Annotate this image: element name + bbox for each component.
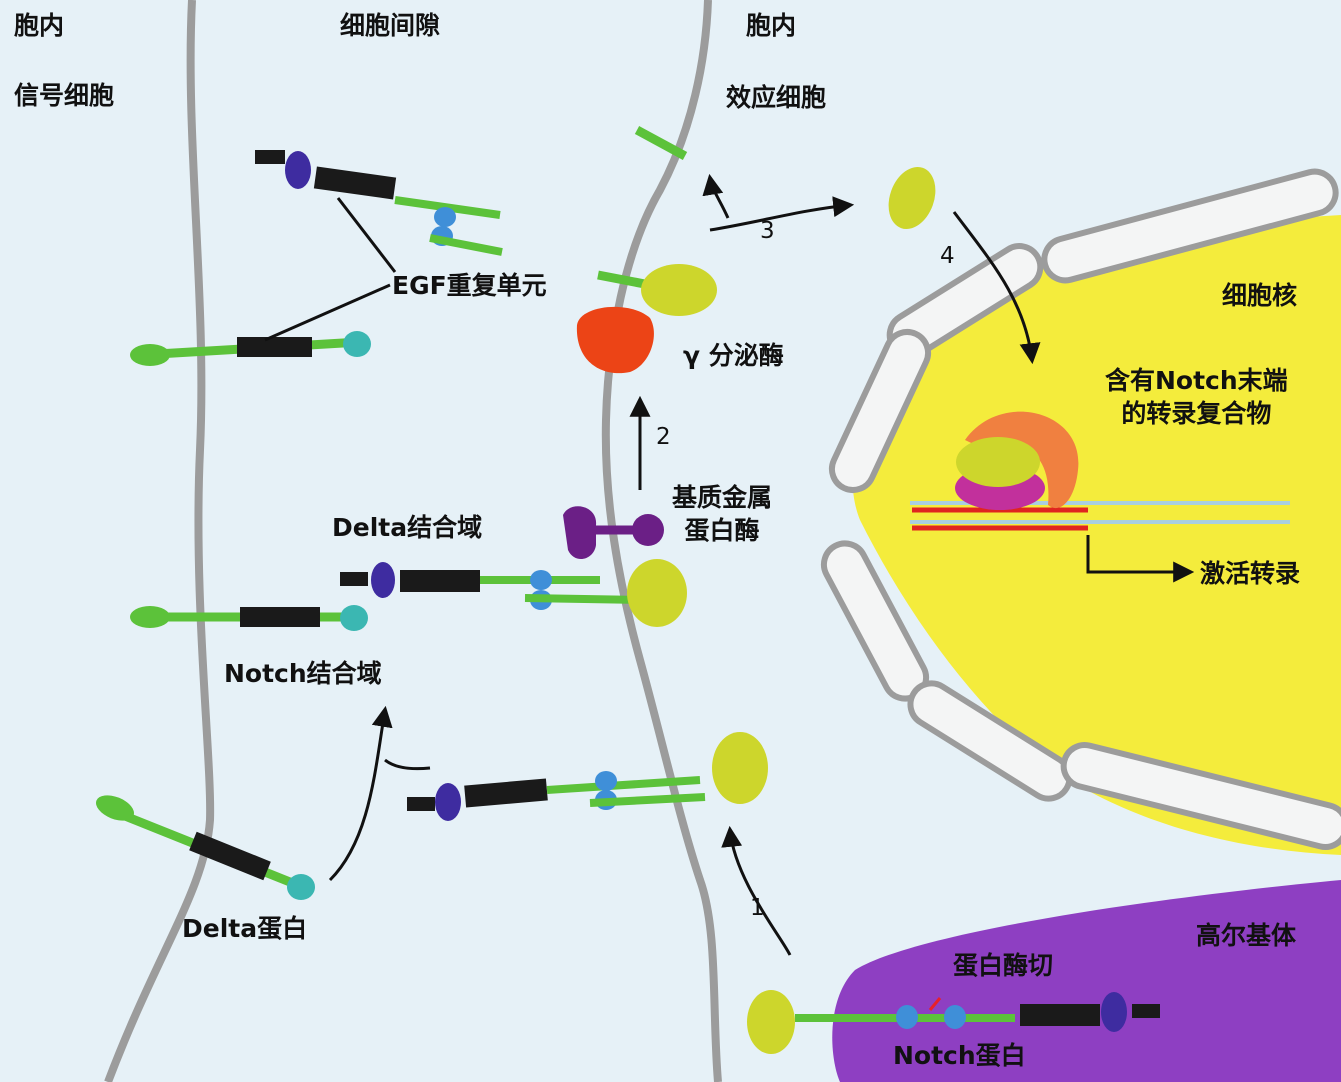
label-delta-protein: Delta蛋白 xyxy=(182,914,308,943)
transcription-complex xyxy=(955,411,1079,510)
delta-middle xyxy=(130,605,368,631)
arrow-delta-to-binding-b xyxy=(384,758,431,771)
dna-strands xyxy=(910,501,1290,531)
nuclear-envelope xyxy=(820,168,1341,850)
egf-leaders xyxy=(264,197,397,342)
label-notch-binding-domain: Notch结合域 xyxy=(224,659,382,688)
label-notch-protein: Notch蛋白 xyxy=(893,1041,1026,1070)
notch-icd xyxy=(888,167,936,229)
golgi-body xyxy=(832,880,1341,1082)
notch-fragment-top xyxy=(255,150,503,256)
step-4-label: 4 xyxy=(940,243,955,269)
arrow-step-1 xyxy=(721,825,792,956)
label-protease-cleavage: 蛋白酶切 xyxy=(953,951,1054,980)
label-transcription-complex: 含有Notch末端 的转录复合物 xyxy=(1105,366,1288,428)
arrow-step-3 xyxy=(709,196,855,232)
delta-upper xyxy=(130,331,371,366)
label-egf-repeats: EGF重复单元 xyxy=(392,271,547,300)
nucleus-region xyxy=(852,215,1341,855)
label-gamma-secretase: γ 分泌酶 xyxy=(683,341,784,370)
notch-at-membrane xyxy=(407,732,768,821)
delta-bottom xyxy=(96,795,315,900)
arrow-step-3b xyxy=(702,173,730,219)
label-delta-binding-domain: Delta结合域 xyxy=(332,513,483,542)
pathway-arrows xyxy=(328,173,1195,1011)
step-2-label: 2 xyxy=(656,424,671,450)
notch-gamma-stage xyxy=(576,264,717,374)
notch-metalloprotease-stage xyxy=(340,506,687,627)
arrow-transcription xyxy=(1086,535,1195,583)
arrow-step-4 xyxy=(952,211,1041,365)
label-intracellular-right: 胞内 xyxy=(746,11,797,40)
label-metalloprotease: 基质金属 蛋白酶 xyxy=(672,483,773,545)
notch-in-golgi xyxy=(747,990,1160,1054)
step-3-label: 3 xyxy=(760,218,775,244)
effector-cell-membrane xyxy=(601,0,722,1082)
label-intercellular-space: 细胞间隙 xyxy=(340,11,441,40)
label-nucleus: 细胞核 xyxy=(1222,281,1298,310)
label-activate-transcription: 激活转录 xyxy=(1200,559,1301,588)
notch-stub-top xyxy=(634,126,688,160)
label-effector-cell: 效应细胞 xyxy=(726,83,827,112)
label-intracellular-left: 胞内 xyxy=(14,11,65,40)
label-golgi: 高尔基体 xyxy=(1196,921,1297,950)
label-signal-cell: 信号细胞 xyxy=(14,81,115,110)
step-1-label: 1 xyxy=(750,895,765,921)
arrow-delta-to-binding xyxy=(328,705,393,882)
